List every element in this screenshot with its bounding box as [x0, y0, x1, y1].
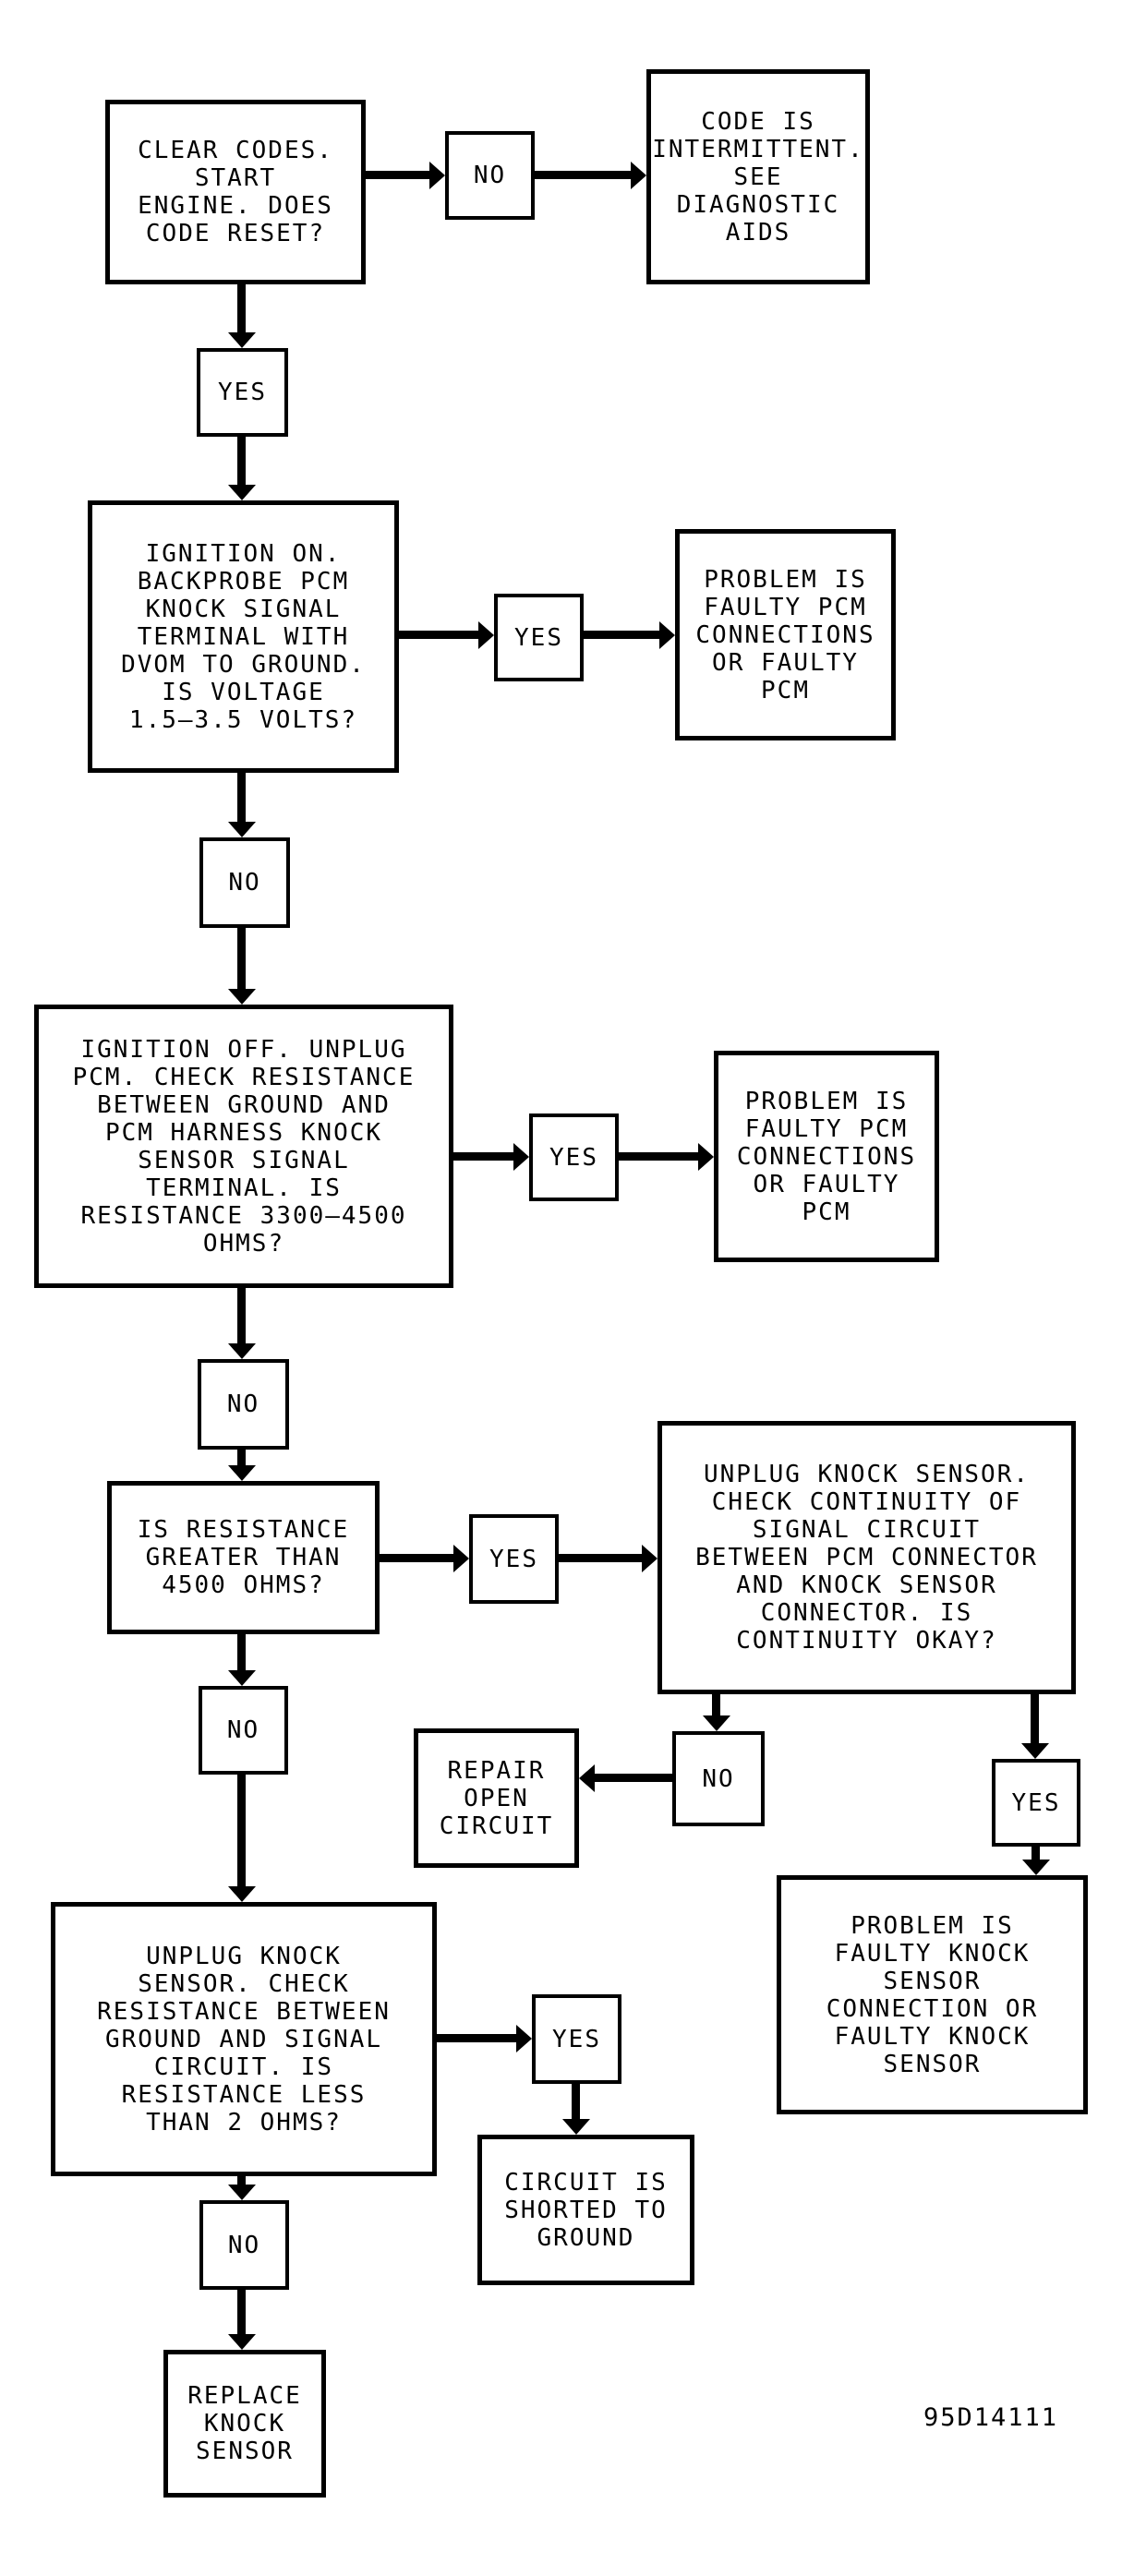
arrow-resistance-greater-to-yes	[380, 1545, 469, 1572]
node-problem-pcm-2: PROBLEM IS FAULTY PCM CONNECTIONS OR FAU…	[714, 1051, 939, 1262]
node-no-code-reset: NO	[445, 131, 535, 220]
arrow-ignition-on-to-yes	[399, 621, 494, 649]
no-label: NO	[228, 869, 261, 897]
arrow-yes-to-circuit-shorted	[562, 2084, 590, 2135]
node-problem-knock-sensor-text: PROBLEM IS FAULTY KNOCK SENSOR CONNECTIO…	[826, 1911, 1039, 2078]
arrow-no-to-repair-open	[579, 1764, 672, 1792]
node-yes-voltage: YES	[494, 594, 584, 681]
node-circuit-shorted: CIRCUIT IS SHORTED TO GROUND	[477, 2135, 694, 2285]
arrow-no-to-replace	[228, 2290, 256, 2350]
node-clear-codes: CLEAR CODES. START ENGINE. DOES CODE RES…	[105, 100, 366, 284]
arrow-no-to-resistance-greater	[228, 1450, 256, 1481]
node-circuit-shorted-text: CIRCUIT IS SHORTED TO GROUND	[504, 2168, 668, 2252]
node-no-continuity: NO	[672, 1731, 765, 1826]
yes-label: YES	[549, 1143, 598, 1172]
node-yes-code-reset: YES	[197, 348, 288, 437]
node-code-intermittent-text: CODE IS INTERMITTENT. SEE DIAGNOSTIC AID…	[652, 107, 864, 247]
arrow-clear-codes-to-no	[366, 162, 445, 189]
node-ignition-off: IGNITION OFF. UNPLUG PCM. CHECK RESISTAN…	[34, 1005, 453, 1288]
no-label: NO	[226, 1716, 260, 1744]
node-check-resistance-signal-text: UNPLUG KNOCK SENSOR. CHECK RESISTANCE BE…	[97, 1942, 391, 2137]
node-no-less-2ohms: NO	[199, 2200, 289, 2290]
arrow-ignition-off-to-yes	[453, 1143, 529, 1171]
node-yes-resistance-range: YES	[529, 1113, 619, 1201]
arrow-yes-to-ignition-on	[228, 437, 256, 500]
node-yes-less-2ohms: YES	[532, 1994, 621, 2084]
node-no-greater: NO	[199, 1686, 288, 1775]
node-resistance-greater-text: IS RESISTANCE GREATER THAN 4500 OHMS?	[137, 1516, 350, 1599]
arrow-ignition-on-to-no	[228, 773, 256, 837]
no-label: NO	[226, 1390, 260, 1418]
arrow-no-to-ignition-off	[228, 928, 256, 1005]
arrow-clear-codes-to-yes	[228, 284, 256, 348]
node-code-intermittent: CODE IS INTERMITTENT. SEE DIAGNOSTIC AID…	[646, 69, 870, 284]
yes-label: YES	[552, 2025, 601, 2053]
arrow-continuity-to-yes	[1021, 1694, 1049, 1759]
node-ignition-on: IGNITION ON. BACKPROBE PCM KNOCK SIGNAL …	[88, 500, 399, 773]
node-check-continuity-text: UNPLUG KNOCK SENSOR. CHECK CONTINUITY OF…	[695, 1461, 1038, 1655]
node-repair-open-circuit-text: REPAIR OPEN CIRCUIT	[439, 1756, 554, 1840]
arrow-no-to-check-resistance	[228, 1775, 256, 1902]
node-clear-codes-text: CLEAR CODES. START ENGINE. DOES CODE RES…	[138, 137, 333, 247]
no-label: NO	[473, 162, 507, 189]
arrow-yes-to-check-continuity	[559, 1545, 658, 1572]
arrow-yes-to-problem-pcm-2	[619, 1143, 714, 1171]
node-check-resistance-signal: UNPLUG KNOCK SENSOR. CHECK RESISTANCE BE…	[51, 1902, 437, 2176]
node-ignition-on-text: IGNITION ON. BACKPROBE PCM KNOCK SIGNAL …	[121, 539, 366, 734]
yes-label: YES	[514, 623, 563, 652]
node-problem-knock-sensor: PROBLEM IS FAULTY KNOCK SENSOR CONNECTIO…	[777, 1875, 1088, 2114]
yes-label: YES	[218, 379, 267, 406]
arrow-check-resistance-to-no	[228, 2176, 256, 2200]
node-ignition-off-text: IGNITION OFF. UNPLUG PCM. CHECK RESISTAN…	[72, 1035, 416, 1258]
arrow-no-to-code-intermittent	[535, 162, 646, 189]
node-yes-greater: YES	[469, 1514, 559, 1604]
yes-label: YES	[1011, 1788, 1061, 1817]
node-check-continuity: UNPLUG KNOCK SENSOR. CHECK CONTINUITY OF…	[658, 1421, 1076, 1694]
figure-code: 95D14111	[923, 2403, 1059, 2432]
node-problem-pcm-1: PROBLEM IS FAULTY PCM CONNECTIONS OR FAU…	[675, 529, 896, 740]
no-label: NO	[227, 2231, 261, 2259]
node-repair-open-circuit: REPAIR OPEN CIRCUIT	[414, 1728, 579, 1868]
node-no-resistance-range: NO	[198, 1359, 289, 1450]
arrow-check-resistance-to-yes	[437, 2025, 532, 2052]
node-replace-knock-sensor-text: REPLACE KNOCK SENSOR	[187, 2382, 302, 2465]
arrow-yes-to-problem-knock	[1022, 1847, 1050, 1875]
arrow-ignition-off-to-no	[228, 1288, 256, 1359]
node-problem-pcm-1-text: PROBLEM IS FAULTY PCM CONNECTIONS OR FAU…	[695, 565, 875, 704]
arrow-yes-to-problem-pcm-1	[584, 621, 675, 649]
yes-label: YES	[489, 1545, 538, 1573]
no-label: NO	[702, 1764, 735, 1793]
node-replace-knock-sensor: REPLACE KNOCK SENSOR	[163, 2350, 326, 2498]
arrow-continuity-to-no	[703, 1694, 730, 1731]
node-no-voltage: NO	[199, 837, 290, 928]
node-yes-continuity: YES	[992, 1759, 1080, 1847]
node-problem-pcm-2-text: PROBLEM IS FAULTY PCM CONNECTIONS OR FAU…	[736, 1087, 917, 1226]
arrow-resistance-greater-to-no	[228, 1634, 256, 1686]
node-resistance-greater: IS RESISTANCE GREATER THAN 4500 OHMS?	[107, 1481, 380, 1634]
